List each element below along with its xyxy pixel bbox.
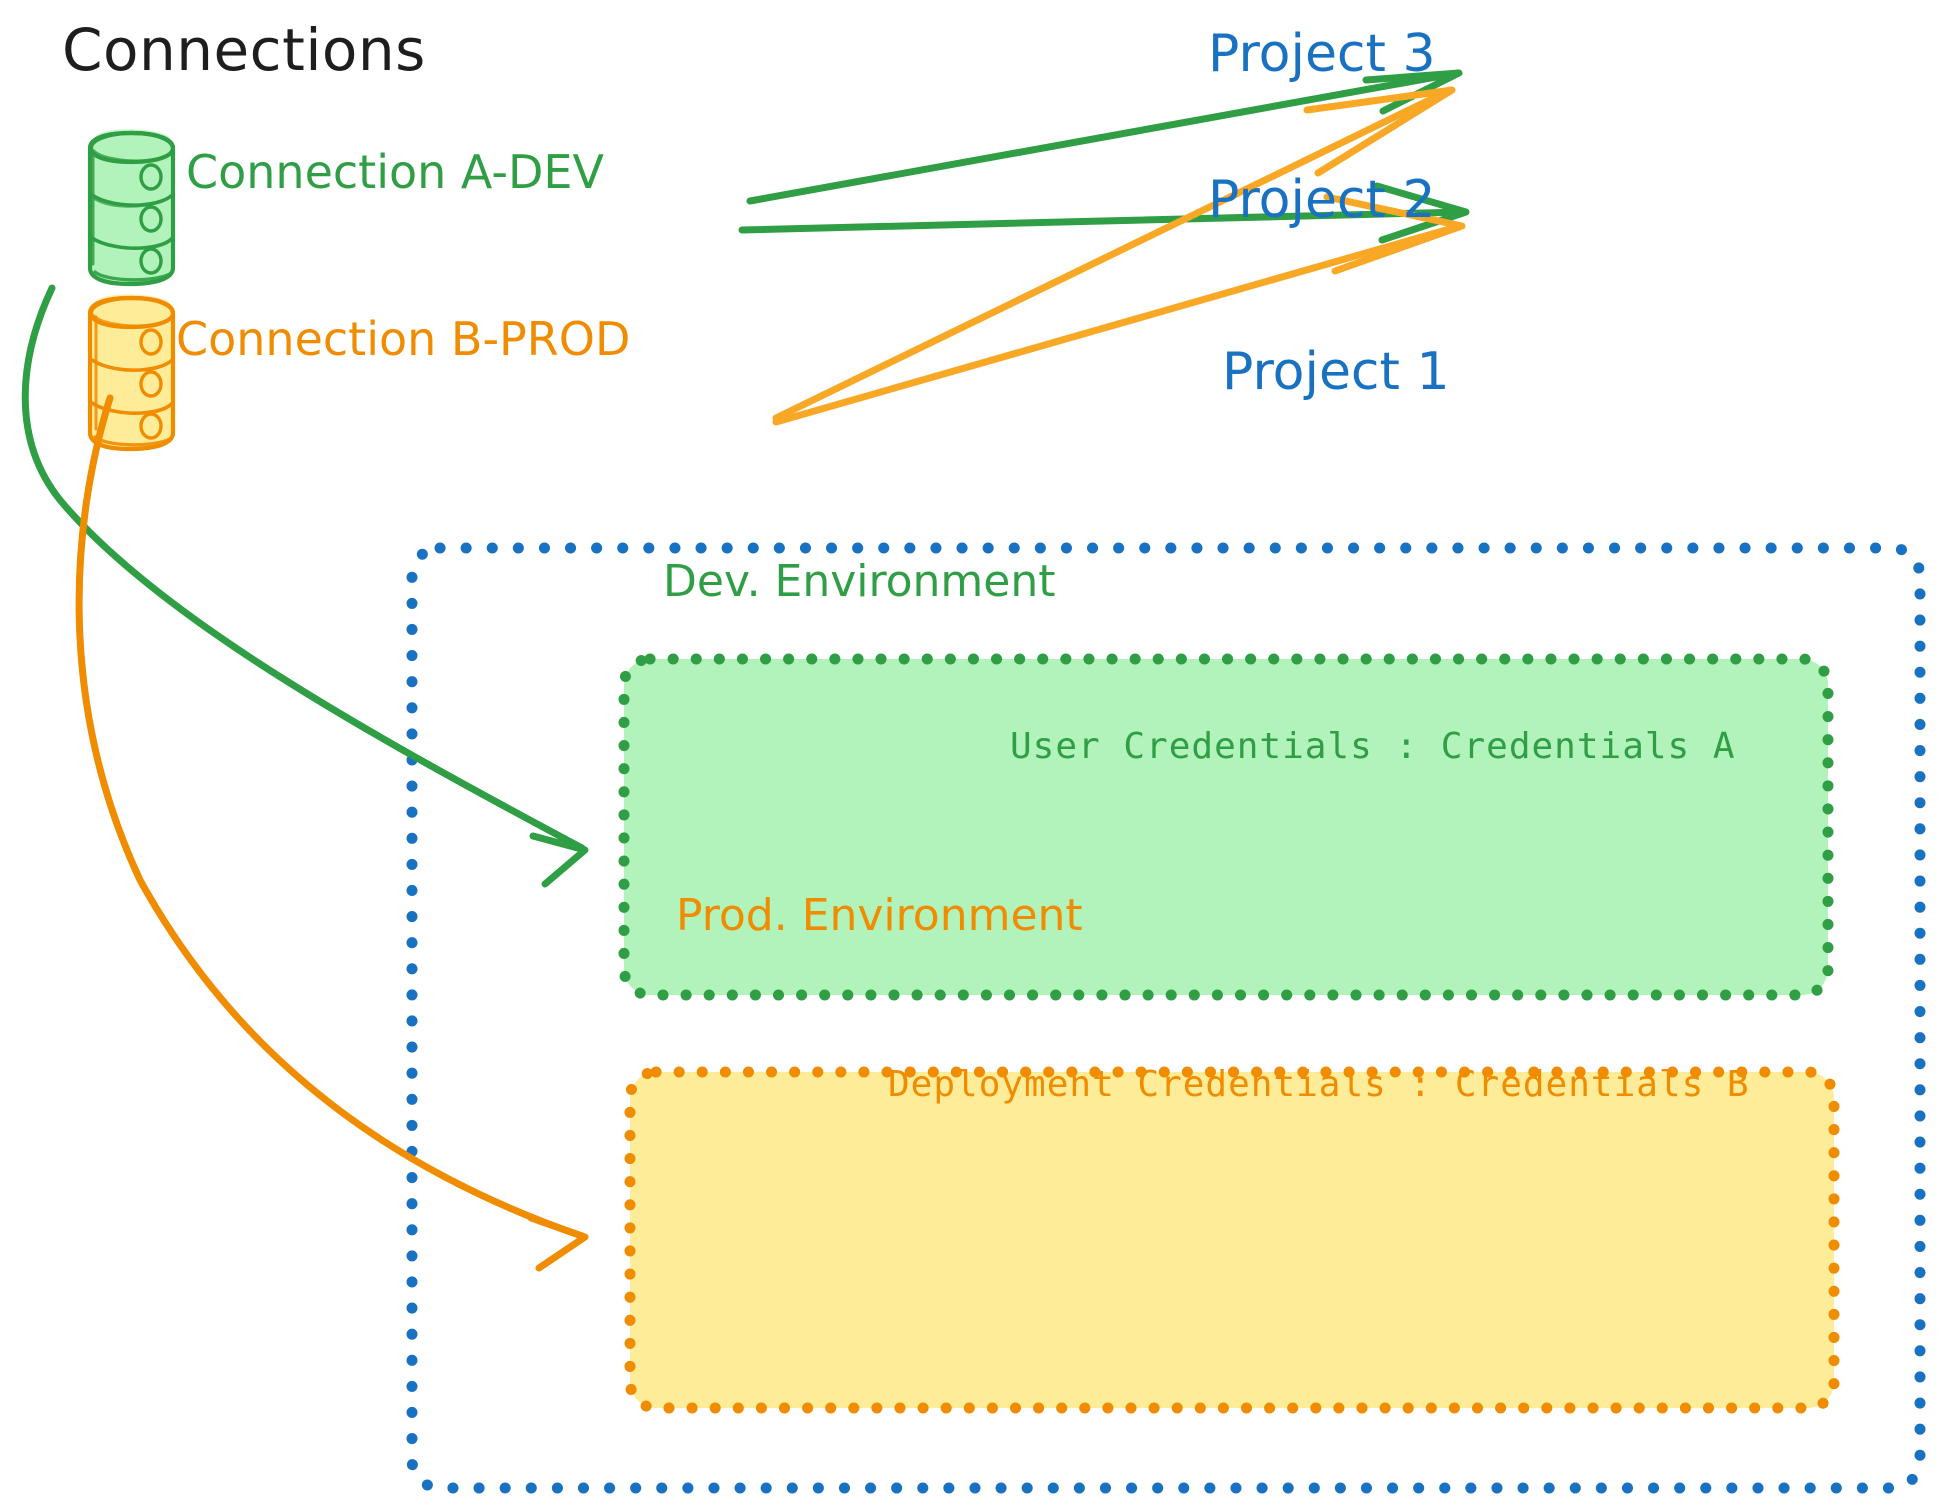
- arrow-conn-a-to-project2: [738, 182, 1470, 244]
- prod-environment-box[interactable]: [624, 1066, 1840, 1414]
- dev-environment-box[interactable]: [618, 653, 1834, 1001]
- database-icon-green[interactable]: [87, 129, 176, 287]
- arrow-conn-a-to-dev-environment: [21, 284, 589, 888]
- prod-environment-credentials: Deployment Credentials : Credentials B: [888, 1064, 1750, 1105]
- page-title: Connections: [62, 16, 426, 84]
- arrow-conn-b-to-project3: [772, 86, 1456, 422]
- project1-container: [406, 542, 1926, 1494]
- dev-environment-title: Dev. Environment: [663, 556, 1056, 607]
- arrow-conn-b-to-project2: [772, 193, 1466, 426]
- project-1-label[interactable]: Project 1: [1222, 342, 1450, 402]
- connection-a-label[interactable]: Connection A-DEV: [186, 145, 604, 199]
- dev-environment-credentials: User Credentials : Credentials A: [1010, 726, 1736, 767]
- project-2-label[interactable]: Project 2: [1208, 170, 1436, 230]
- prod-environment-title: Prod. Environment: [676, 890, 1083, 941]
- project-3-label[interactable]: Project 3: [1208, 24, 1436, 84]
- connection-b-label[interactable]: Connection B-PROD: [176, 312, 631, 366]
- database-icon-orange[interactable]: [87, 294, 176, 452]
- arrow-conn-b-to-prod-environment: [75, 394, 589, 1272]
